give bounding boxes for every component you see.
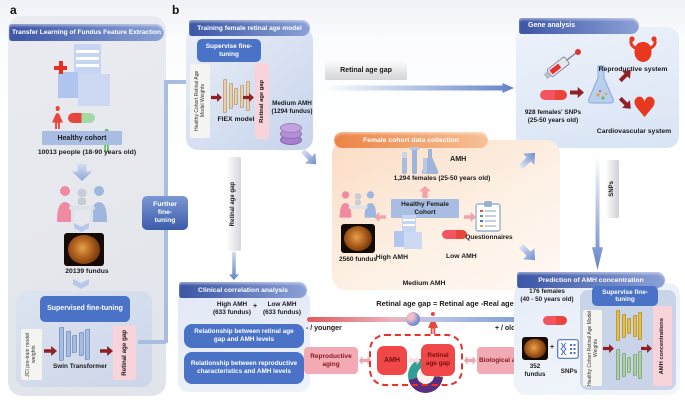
red-arrow-icon [100, 346, 113, 356]
network-icon-yellow [616, 308, 642, 343]
red-arrow-icon [570, 87, 584, 98]
amh-raggap-dashed-frame [369, 334, 463, 386]
swin-transformer-label: Swin Transformer [53, 363, 107, 370]
cardiovascular-system-label: Cardiovascular system [596, 128, 672, 135]
gene-analysis-header: Gene analysis [519, 18, 639, 34]
red-pill-icon [540, 90, 567, 100]
snps-caption: SNPs [560, 368, 578, 375]
pink-left-arrow-icon [374, 212, 386, 222]
syringe-icon [540, 46, 582, 82]
low-amh-count: Low AMH (633 fundus) [263, 301, 301, 317]
chevron-down-icon [74, 223, 89, 232]
fundus-photo [64, 233, 104, 266]
retinal-age-gap-pill: Retinal age gap [325, 61, 407, 80]
hospital-icon [52, 44, 116, 106]
retinal-age-gap-vertical-label: Retinal age gap [227, 157, 241, 251]
panel-a-header: Transfer Learning of Fundus Feature Extr… [9, 24, 164, 41]
younger-label: - / younger [306, 325, 342, 332]
questionnaires-label: Questionnaires [465, 234, 513, 241]
supervised-finetune-title: Supervised fine-tuning [40, 296, 130, 322]
amh-concentrations-label: AMH concentrations [653, 306, 672, 386]
pink-right-arrow-icon [464, 212, 476, 222]
prediction-weights-label: Healthy Cohort Retinal Age Model Weights [583, 310, 602, 386]
plus-sign: + [253, 303, 258, 310]
equation-formula: Retinal age gap = Retinal age -Real age [376, 299, 514, 308]
hospital-icon-small [394, 215, 424, 251]
red-pill-icon [442, 230, 467, 239]
fundus-photo [522, 337, 548, 360]
plus-sign: + [550, 344, 555, 351]
further-finetuning-pill: Further fine- tuning [142, 196, 188, 230]
healthy-female-cohort-label: Healthy Female Cohort [391, 199, 459, 218]
retinal-age-gap-output: Retinal age gap [113, 326, 136, 380]
connector-line [138, 340, 166, 344]
snps-vertical-label: SNPs [606, 160, 619, 218]
high-amh-label: High AMH [375, 254, 408, 261]
people-count-line: 10013 people (18-90 years old) [37, 149, 137, 156]
reproductive-aging-box: Reproductive aging [304, 347, 358, 374]
snp-dna-icon [557, 339, 579, 359]
training-weights-label: Healthy Cohort Retinal Age Model Weights [190, 64, 210, 138]
database-icon-purple [280, 123, 302, 145]
clinical-finding-1: Relationship between retinal age gap and… [184, 324, 304, 348]
pill-capsule-icon [68, 113, 95, 123]
red-pill-icon [543, 316, 567, 325]
medium-amh-caption: Medium AMH (1294 fundus) [271, 100, 313, 115]
retinal-age-gap-box: Retinal age gap [421, 344, 455, 376]
fundus-count-line: 20139 fundus [65, 268, 109, 275]
connector-line [166, 80, 190, 84]
red-cross-icon [54, 61, 67, 74]
female-cohort-header: Female cohort data collection [334, 132, 488, 148]
clinical-header: Clinical correlation analysis [179, 282, 307, 298]
clinical-finding-2: Relationship between reproductive charac… [184, 352, 304, 384]
interview-meeting-icon [52, 182, 112, 222]
network-icon-green [616, 347, 642, 382]
chevron-down-icon [73, 279, 89, 289]
panel-b-label: b [172, 3, 180, 17]
lab-glassware-icon [398, 146, 442, 176]
double-arrow-icon [464, 356, 476, 365]
females-count-line: 1,294 females (25-50 years old) [393, 175, 491, 182]
red-arrow-icon [243, 93, 254, 102]
medium-amh-label: Medium AMH [402, 280, 446, 287]
fundus-352-caption: 352 fundus [524, 363, 546, 379]
flask-icon [586, 64, 616, 106]
panel-a-label: a [10, 3, 17, 17]
healthy-cohort-label: Healthy cohort [42, 131, 122, 145]
gene-snps-caption: 928 females' SNPs (25-50 years old) [524, 109, 582, 125]
prediction-finetune-title: Supervise fine-tuning [592, 286, 658, 306]
female-person-icon [428, 312, 438, 334]
red-arrow-icon [641, 344, 652, 353]
training-header: Training female retinal age model [189, 20, 310, 36]
older-label: + / older [494, 325, 522, 332]
amh-box: AMH [377, 346, 407, 375]
heart-icon: ♥ [632, 91, 658, 124]
down-arrow-icon [229, 252, 239, 280]
fiex-model-label: FIEX model [217, 116, 255, 123]
training-output-label: Retinal age gap [255, 63, 269, 139]
interview-meeting-icon [336, 186, 380, 220]
low-amh-label: Low AMH [446, 253, 477, 260]
flow-bar-arrow [322, 83, 514, 93]
high-amh-count: High AMH (633 fundus) [213, 301, 251, 317]
questionnaire-clipboard-icon [474, 200, 502, 232]
reproductive-system-label: Reproductive system [598, 66, 668, 73]
fundus-photo [341, 224, 375, 253]
female-person-icon [52, 106, 63, 129]
amh-label: AMH [450, 154, 467, 163]
fundus-2560-label: 2560 fundus [339, 256, 377, 263]
training-finetune-title: Supervise fine-tuning [197, 39, 261, 62]
red-arrow-icon [603, 344, 614, 353]
females-176-caption: 176 females (40 - 50 years old) [520, 288, 574, 304]
red-arrow-icon [44, 346, 57, 356]
swin-transformer-icon [59, 325, 99, 363]
snps-down-arrow [592, 156, 603, 270]
double-arrow-icon [359, 356, 371, 365]
pretrain-weights-label: JCI pre-train model weights [21, 329, 42, 380]
slider-knob [406, 312, 420, 326]
red-arrow-icon [211, 93, 222, 102]
uterus-icon [628, 36, 658, 64]
double-arrow-icon [408, 356, 420, 365]
prediction-header: Prediction of AMH concentration [517, 272, 665, 288]
